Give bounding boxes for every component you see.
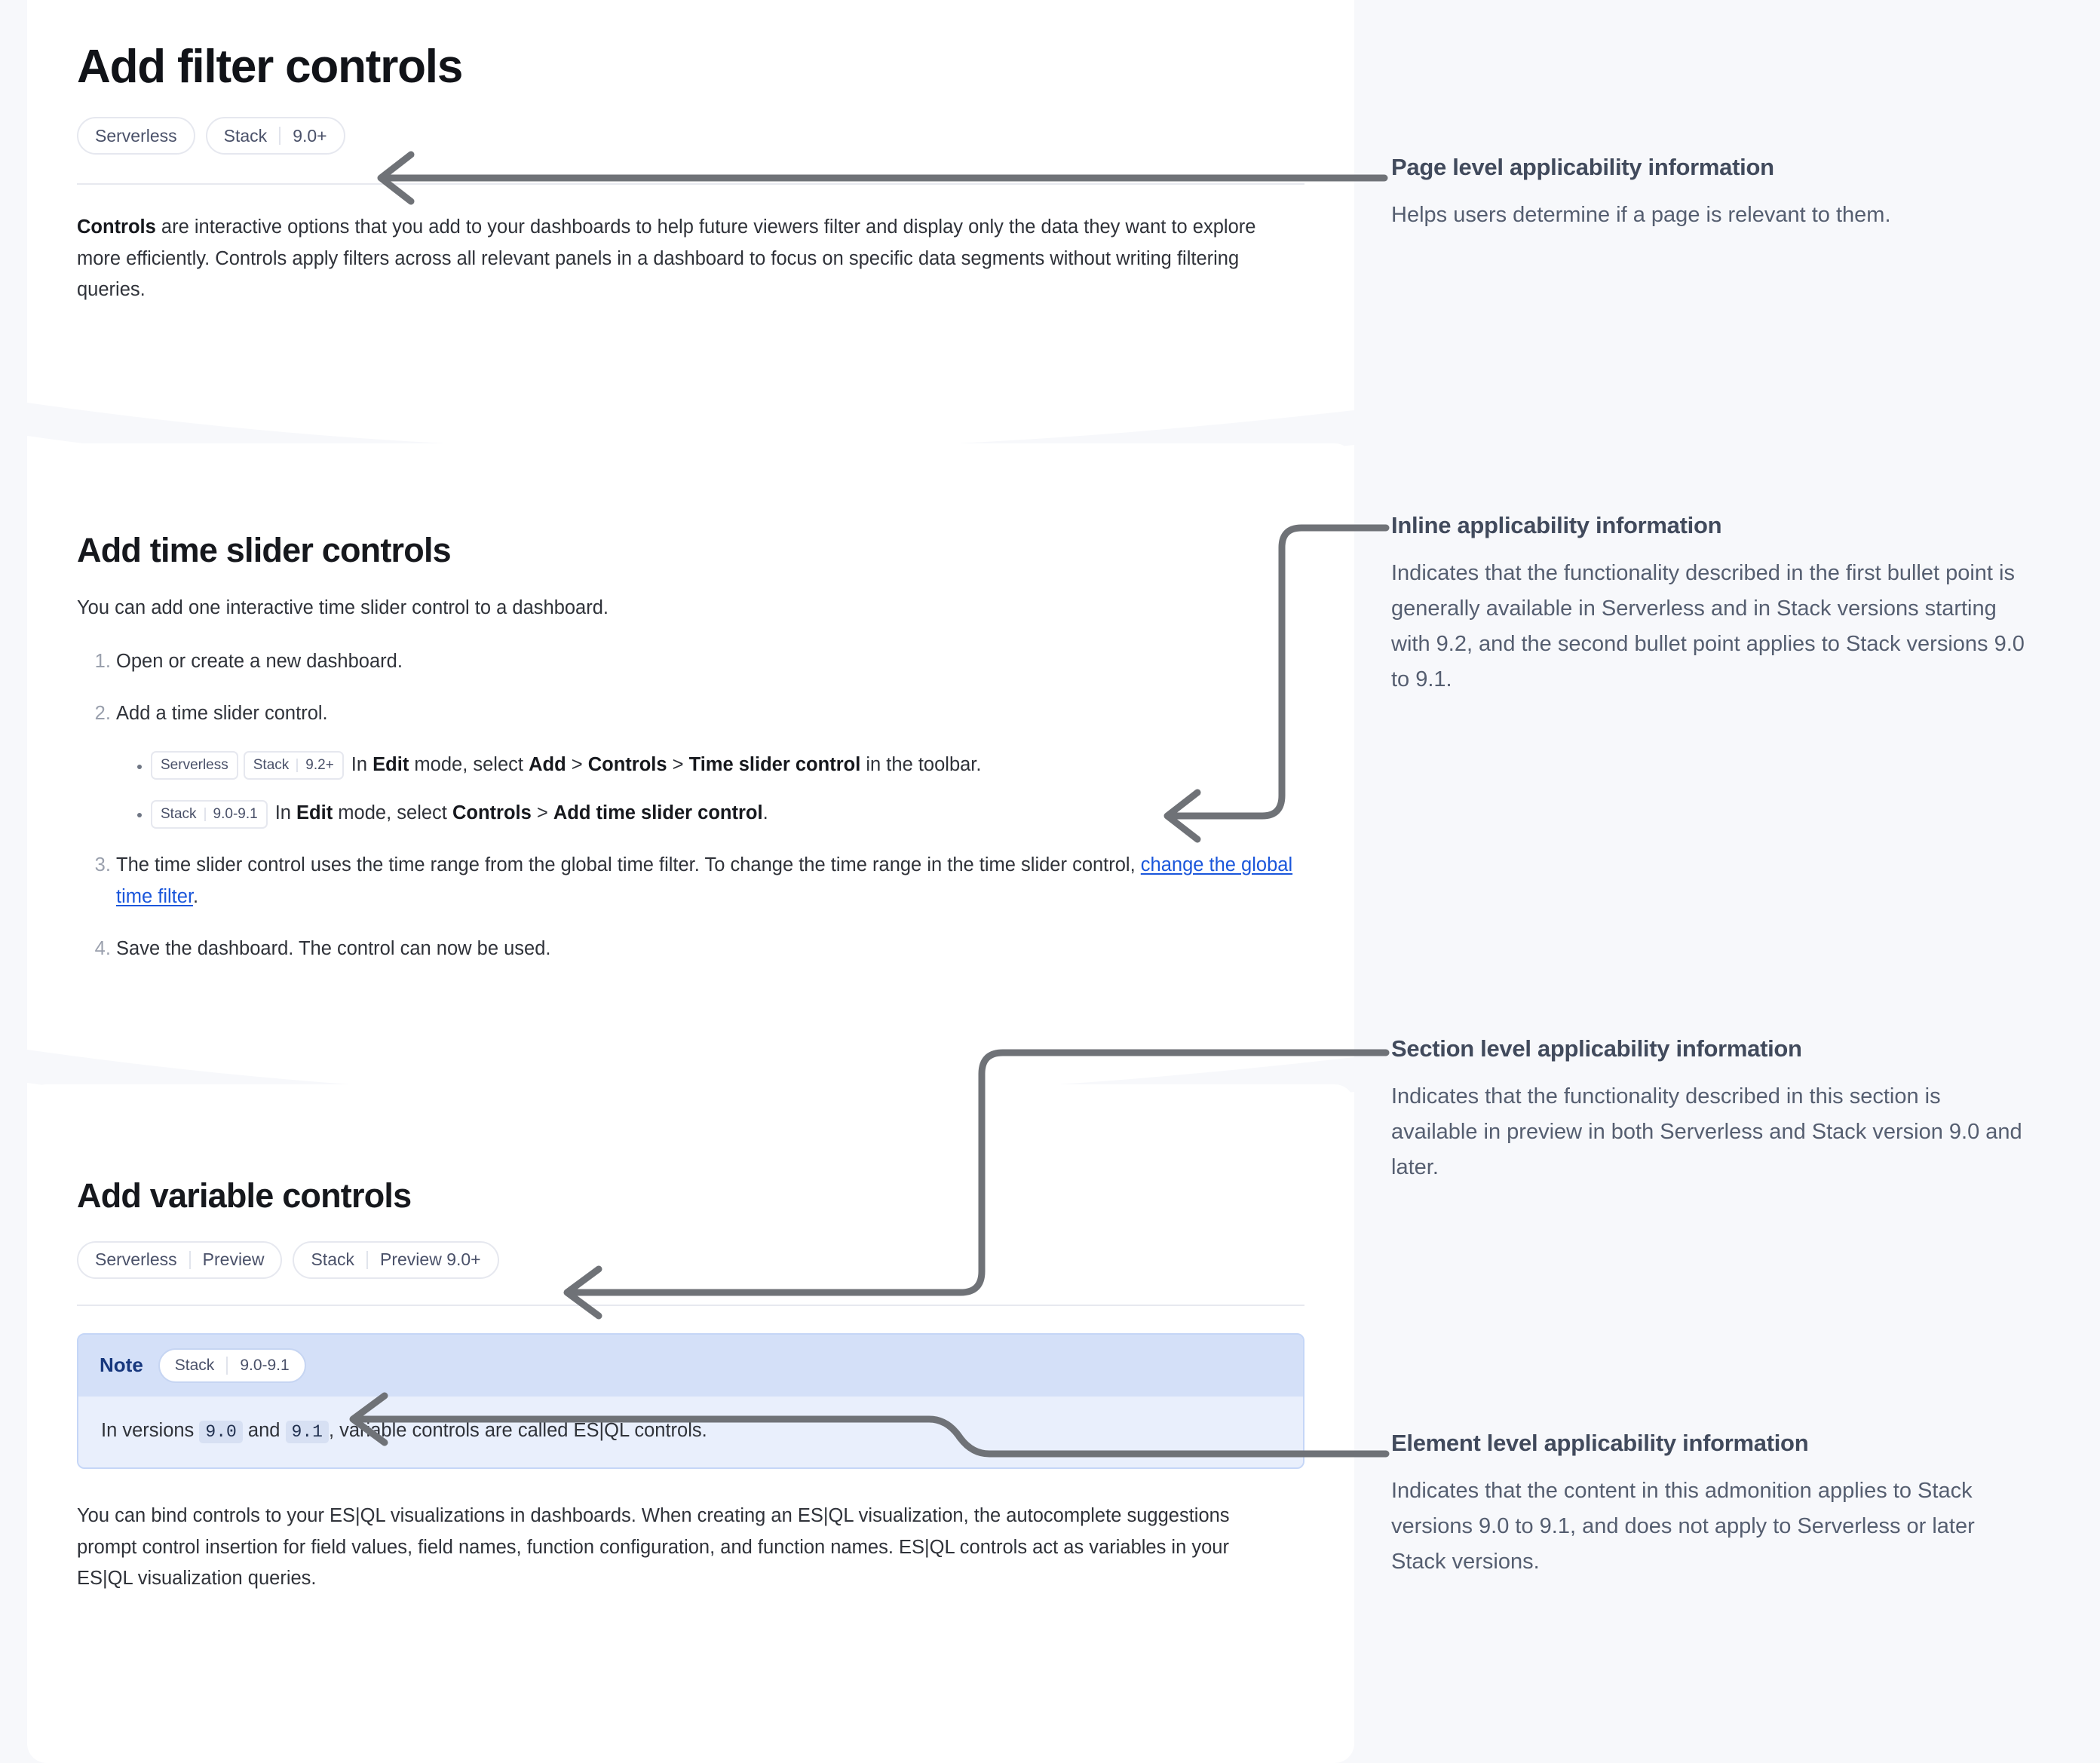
variable-controls-paragraph: You can bind controls to your ES|QL visu… [77,1505,1230,1589]
bullet-text: In Edit mode, select Controls > Add time… [274,802,768,824]
step-text: Open or create a new dashboard. [116,651,403,673]
section-applicability-badges: Serverless Preview Stack Preview 9.0+ [77,1240,1304,1279]
annotation-body: Indicates that the functionality describ… [1391,1084,2022,1180]
applicability-badge-serverless[interactable]: Serverless [151,750,238,780]
annotation-page-level: Page level applicability information Hel… [1391,153,2028,233]
annotation-body: Indicates that the functionality describ… [1391,561,2025,692]
annotation-title: Element level applicability information [1391,1430,1809,1456]
annotation-body: Indicates that the content in this admon… [1391,1479,1975,1574]
applicability-badge-stack[interactable]: Stack 9.2+ [243,750,344,780]
badge-name: Serverless [161,757,228,774]
page-applicability-badges: Serverless Stack 9.0+ [77,117,1304,155]
panel-time-slider-section: Add time slider controls You can add one… [27,443,1354,1047]
applicability-badge-serverless[interactable]: Serverless Preview [77,1240,283,1279]
note-body: In versions 9.0 and 9.1, variable contro… [78,1396,1303,1468]
intro-lead-term: Controls [77,216,156,238]
inline-code-version-91: 9.1 [285,1420,329,1443]
badge-name: Stack [174,1357,215,1375]
inline-code-version-90: 9.0 [199,1420,243,1443]
step-text: Save the dashboard. The control can now … [116,937,551,959]
badge-divider [204,807,206,821]
list-item: Save the dashboard. The control can now … [116,934,1304,964]
badge-divider [279,127,281,146]
list-item: Open or create a new dashboard. [116,646,1304,677]
annotation-inline-level: Inline applicability information Indicat… [1391,511,2028,698]
section-title-variable-controls: Add variable controls [77,1176,412,1215]
list-item: Stack 9.0-9.1 In Edit mode, select Contr… [151,798,1304,829]
badge-name: Serverless [95,1249,177,1270]
time-slider-sub-bullets: Serverless Stack 9.2+ In Edit mode, sele… [116,750,1304,829]
annotation-title: Page level applicability information [1391,154,1774,180]
list-item: Add a time slider control. Serverless St… [116,698,1304,829]
applicability-badge-stack[interactable]: Stack Preview 9.0+ [293,1240,499,1279]
step-text: The time slider control uses the time ra… [116,854,1141,876]
badge-name: Serverless [95,125,177,146]
link-change-global-time-filter[interactable]: change the global time filter [116,854,1293,907]
badge-version: 9.2+ [305,757,334,774]
annotation-body: Helps users determine if a page is relev… [1391,203,1891,228]
annotation-title: Section level applicability information [1391,1035,1802,1062]
page-title: Add filter controls [77,41,463,93]
panel-page-intro: Add filter controls Serverless Stack 9.0… [27,0,1354,407]
section-divider [77,1304,1304,1306]
note-header: Note Stack 9.0-9.1 [78,1334,1303,1397]
applicability-badge-stack[interactable]: Stack 9.0-9.1 [158,1348,306,1383]
section-title-time-slider: Add time slider controls [77,531,452,569]
badge-name: Stack [253,757,290,774]
badge-name: Stack [311,1249,354,1270]
step-text: Add a time slider control. [116,703,328,725]
badge-divider [296,758,299,772]
annotation-section-level: Section level applicability information … [1391,1035,2028,1185]
badge-version: 9.0+ [293,125,327,146]
inline-applicability-badges-2: Stack 9.0-9.1 [151,799,268,829]
applicability-badge-stack[interactable]: Stack 9.0+ [205,117,345,155]
panel-variable-controls-section: Add variable controls Serverless Preview… [27,1084,1354,1763]
list-item: The time slider control uses the time ra… [116,850,1304,912]
badge-version: Preview [202,1249,265,1270]
annotation-title: Inline applicability information [1391,512,1722,538]
badge-version: 9.0-9.1 [240,1357,290,1375]
time-slider-steps: Open or create a new dashboard. Add a ti… [77,646,1304,964]
applicability-badge-stack[interactable]: Stack 9.0-9.1 [151,799,268,829]
inline-applicability-badges-1: Serverless Stack 9.2+ [151,750,344,780]
intro-rest: are interactive options that you add to … [77,216,1256,301]
badge-version: Preview 9.0+ [380,1249,481,1270]
title-divider [77,183,1304,185]
document-column: Add filter controls Serverless Stack 9.0… [27,0,1354,1763]
badge-divider [226,1356,228,1375]
intro-paragraph: Controls are interactive options that yo… [77,212,1304,305]
step-text-end: . [193,885,199,907]
annotation-column: Page level applicability information Hel… [1391,0,2070,1714]
list-item: Serverless Stack 9.2+ In Edit mode, sele… [151,750,1304,780]
badge-name: Stack [161,806,197,823]
section-intro-time-slider: You can add one interactive time slider … [77,596,609,618]
note-label: Note [100,1354,143,1377]
note-admonition: Note Stack 9.0-9.1 In versions 9.0 and 9… [77,1332,1304,1470]
annotation-element-level: Element level applicability information … [1391,1429,2028,1580]
badge-divider [189,1250,191,1269]
applicability-badge-serverless[interactable]: Serverless [77,117,195,155]
bullet-text: In Edit mode, select Add > Controls > Ti… [351,753,982,775]
badge-divider [366,1250,368,1269]
badge-name: Stack [223,125,268,146]
badge-version: 9.0-9.1 [213,806,258,823]
